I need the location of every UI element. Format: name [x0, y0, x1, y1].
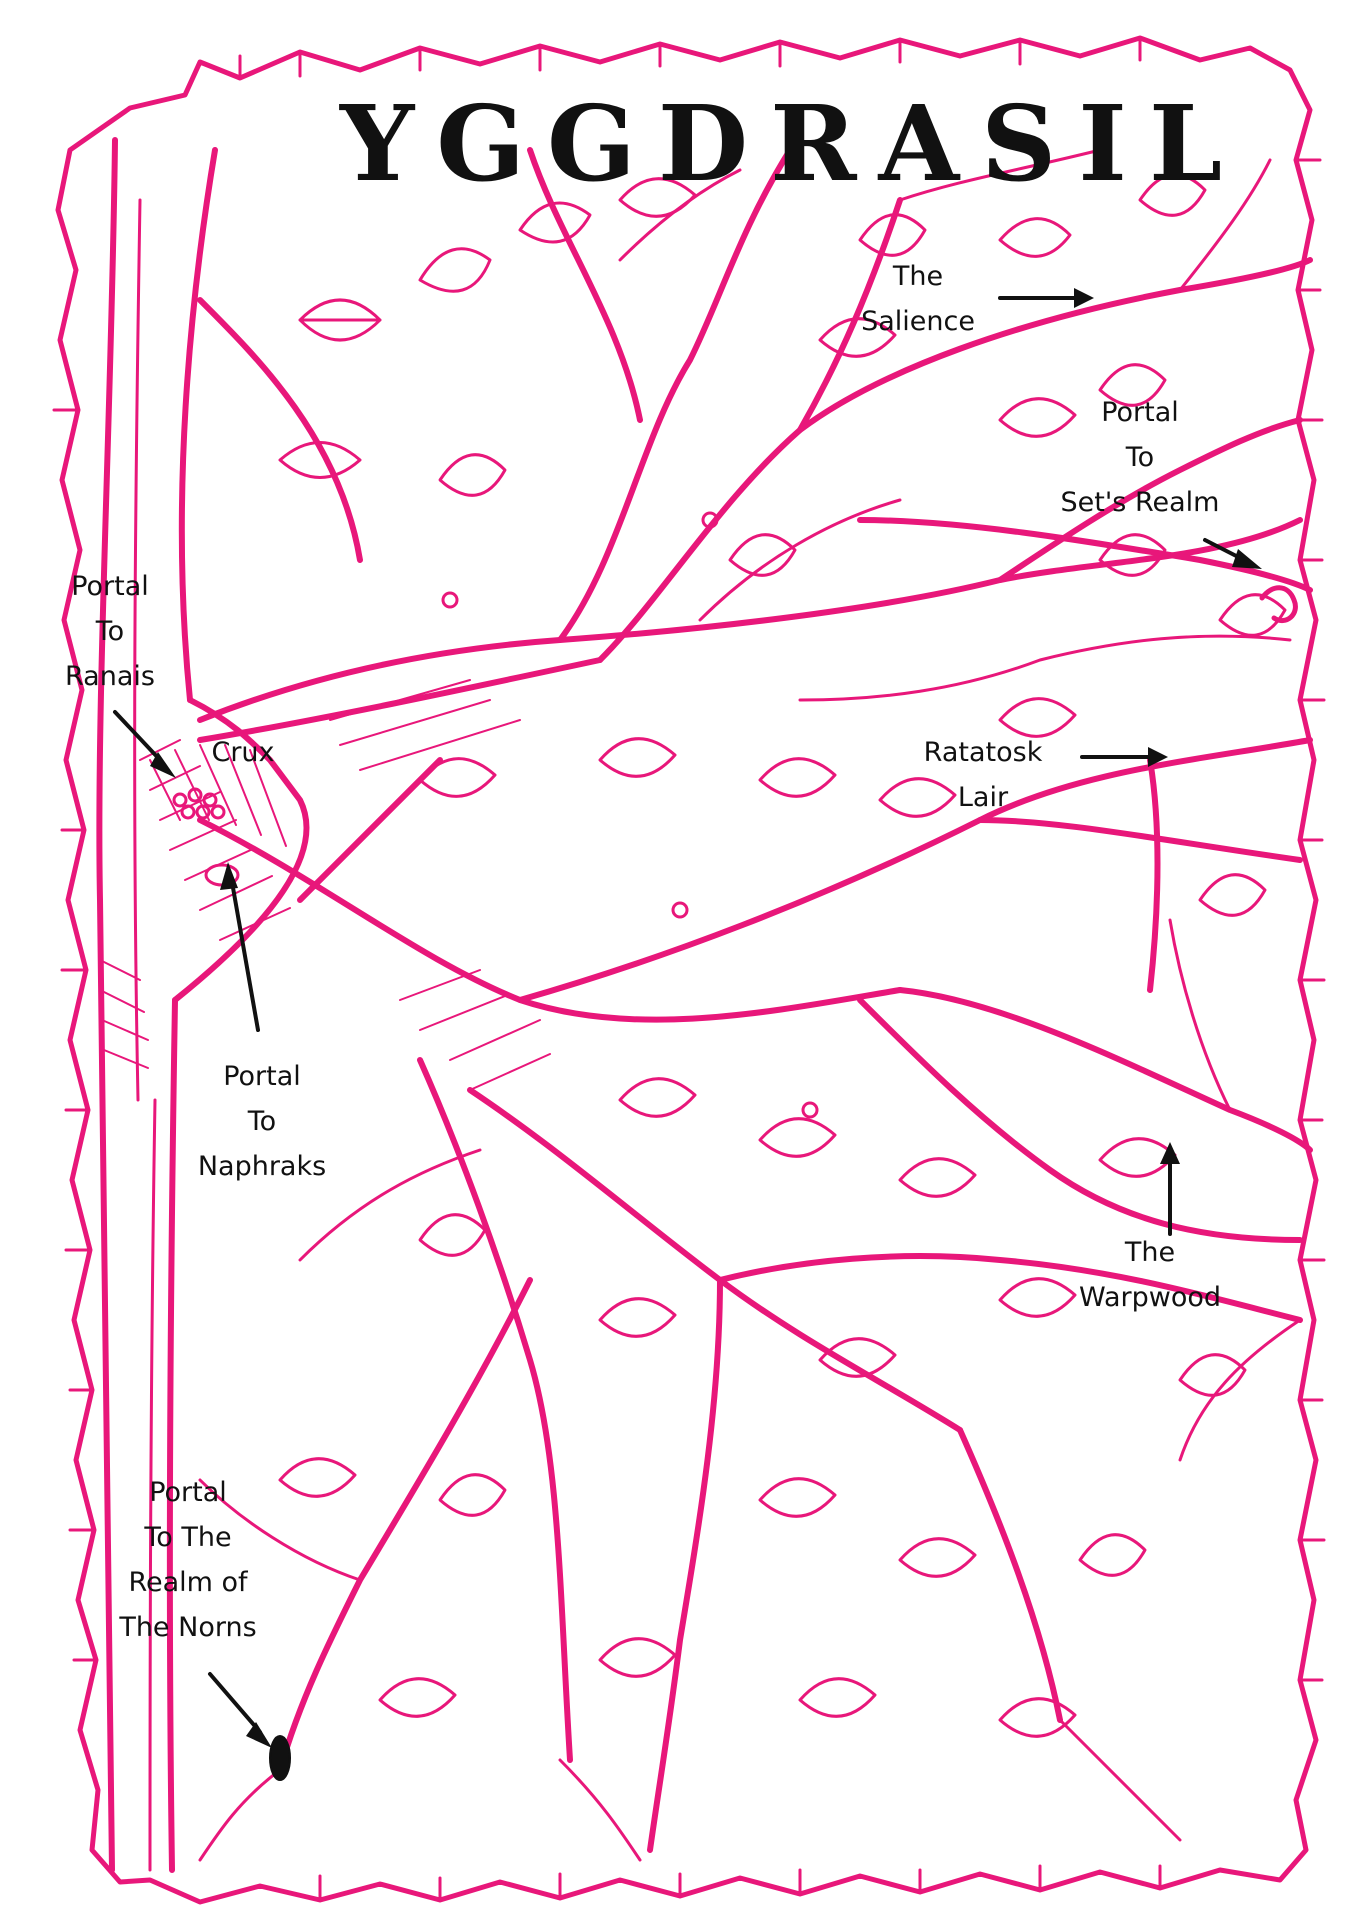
label-line: To The: [108, 1515, 268, 1560]
label-crux: Crux: [198, 730, 288, 775]
label-line: Warpwood: [1065, 1275, 1235, 1320]
label-line: The: [1065, 1230, 1235, 1275]
label-line: The Norns: [108, 1605, 268, 1650]
label-line: Set's Realm: [1040, 480, 1240, 525]
label-salience: The Salience: [848, 254, 988, 344]
label-realm-of-the-norns: Portal To The Realm of The Norns: [108, 1470, 268, 1650]
label-line: To: [50, 609, 170, 654]
salience-arrow: [1000, 288, 1094, 308]
label-line: Portal: [182, 1054, 342, 1099]
label-line: To: [1040, 435, 1240, 480]
label-line: Portal: [50, 564, 170, 609]
label-line: To: [182, 1099, 342, 1144]
norns-portal-marker: [270, 1736, 290, 1780]
label-line: Salience: [848, 299, 988, 344]
label-line: Realm of: [108, 1560, 268, 1605]
label-line: Naphraks: [182, 1144, 342, 1189]
label-line: Ranais: [50, 654, 170, 699]
ranais-arrow: [115, 712, 176, 778]
warpwood-arrow: [1160, 1142, 1180, 1234]
label-line: Ratatosk: [908, 730, 1058, 775]
label-ratatosk-lair: Ratatosk Lair: [908, 730, 1058, 820]
label-line: The: [848, 254, 988, 299]
label-naphraks: Portal To Naphraks: [182, 1054, 342, 1189]
label-ranais: Portal To Ranais: [50, 564, 170, 699]
label-line: Portal: [1040, 390, 1240, 435]
label-line: Portal: [108, 1470, 268, 1515]
label-sets-realm: Portal To Set's Realm: [1040, 390, 1240, 525]
label-line: Lair: [908, 775, 1058, 820]
map-title: YGGDRASIL: [340, 82, 1140, 205]
norns-arrow: [210, 1674, 272, 1748]
label-warpwood: The Warpwood: [1065, 1230, 1235, 1320]
crux-knot: [174, 513, 817, 1117]
bark-hatching: [100, 680, 550, 1090]
label-line: Crux: [198, 730, 288, 775]
